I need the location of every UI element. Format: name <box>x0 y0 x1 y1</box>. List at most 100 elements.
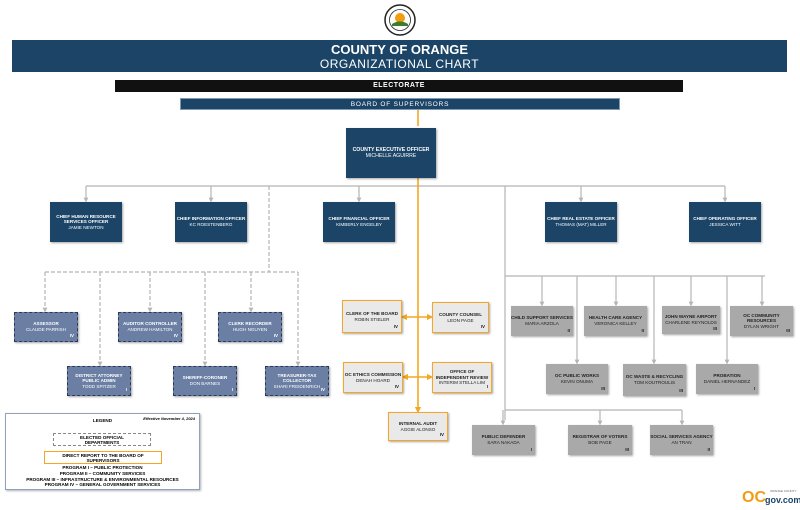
logo-text: gov.com <box>765 495 800 505</box>
box-person: CLAUDE PARRISH <box>26 327 66 332</box>
box-person: KIMBERLY ENGELBY <box>336 222 382 227</box>
box-person: HUGH NGUYEN <box>232 327 268 332</box>
box-person: DYLAN WRIGHT <box>743 323 780 329</box>
box-title: PUBLIC DEFENDER <box>481 434 526 440</box>
box-person: THOMAS (MAT) MILLER <box>555 222 607 227</box>
box-title: HEALTH CARE AGENCY <box>588 315 643 321</box>
box-person: INTERIM STELLA LIM <box>439 380 485 386</box>
legend-direct-label: DIRECT REPORT TO THE BOARD OF SUPERVISOR… <box>62 452 144 463</box>
box-title: OC COMMUNITY RESOURCES <box>743 312 780 324</box>
box-title: CHIEF HUMAN RESOURCE SERVICES OFFICER <box>56 213 116 225</box>
program-number: II <box>641 328 644 334</box>
box-title: PROBATION <box>713 373 741 379</box>
program-number: IV <box>69 333 74 339</box>
program-number: IV <box>439 432 444 438</box>
org-box-auditor: AUDITOR CONTROLLER ANDREW HAMILTON IV <box>118 312 182 342</box>
box-person: JESSICA WITT <box>709 222 741 227</box>
org-box-treasurer: TREASURER-TAX COLLECTOR SHARI FREIDENRIC… <box>265 366 329 396</box>
electorate-bar: ELECTORATE <box>115 80 683 92</box>
box-title: CHIEF FINANCIAL OFFICER <box>328 216 390 222</box>
box-person: CHARLENE REYNOLDS <box>665 320 717 325</box>
org-box-hca: HEALTH CARE AGENCY VERONICA KELLEY II <box>584 306 647 336</box>
board-of-supervisors-bar: BOARD OF SUPERVISORS <box>180 98 620 110</box>
org-box-jwa: JOHN WAYNE AIRPORT CHARLENE REYNOLDS III <box>662 306 720 334</box>
legend-program: PROGRAM I – PUBLIC PROTECTION <box>62 465 143 470</box>
county-seal-logo <box>384 4 416 36</box>
box-person: KC ROESTENBERG <box>189 222 233 227</box>
box-title: SOCIAL SERVICES AGENCY <box>650 434 713 440</box>
box-person: TODD SPITZER <box>82 383 116 389</box>
org-box-da: DISTRICT ATTORNEY PUBLIC ADMIN TODD SPIT… <box>67 366 131 396</box>
org-box-cob: CLERK OF THE BOARD ROBIN STIELER IV <box>342 300 402 333</box>
org-box-css: CHILD SUPPORT SERVICES MARIA ARZOLA II <box>511 306 573 336</box>
box-title: DISTRICT ATTORNEY PUBLIC ADMIN <box>75 372 123 384</box>
box-person: AN TRAN <box>671 440 692 445</box>
box-person: DENAH HOARD <box>356 377 390 383</box>
org-box-clerk: CLERK RECORDER HUGH NGUYEN IV <box>218 312 282 342</box>
legend-program: PROGRAM III – INFRASTRUCTURE & ENVIRONME… <box>26 476 179 482</box>
box-person: SARA NAKADA <box>487 440 520 445</box>
box-title: OC WASTE & RECYCLING <box>625 374 684 380</box>
box-person: VERONICA KELLEY <box>594 321 637 326</box>
box-person: MARIA ARZOLA <box>525 321 559 326</box>
program-number: II <box>707 447 710 453</box>
box-title: CHIEF OPERATING OFFICER <box>693 216 757 222</box>
org-box-ethics: OC ETHICS COMMISSION DENAH HOARD IV <box>343 362 403 393</box>
program-number: IV <box>394 384 399 390</box>
box-title: TREASURER-TAX COLLECTOR <box>277 372 317 384</box>
logo-tagline: ORANGE COUNTY <box>770 489 797 493</box>
org-box-pw: OC PUBLIC WORKS KEVIN ONUMA III <box>546 364 608 394</box>
box-title: OC ETHICS COMMISSION <box>344 371 402 377</box>
program-number: III <box>786 328 790 334</box>
program-number: I <box>753 386 755 392</box>
org-box-oir: OFFICE OF INDEPENDENT REVIEW INTERIM STE… <box>432 362 492 393</box>
program-number: IV <box>273 333 278 339</box>
box-person: SHARI FREIDENRICH <box>273 383 321 389</box>
box-title: CHILD SUPPORT SERVICES <box>511 315 573 321</box>
box-person: BOB PAGE <box>588 440 612 445</box>
box-person: TOM KOUTROULIS <box>633 380 676 385</box>
box-title: INTERNAL AUDIT <box>398 420 438 426</box>
legend: LEGEND Effective November 4, 2024 ELECTE… <box>5 413 200 490</box>
box-person: ANDREW HAMILTON <box>127 327 173 332</box>
program-number: III <box>625 447 629 453</box>
box-person: KEVIN ONUMA <box>560 379 594 384</box>
box-title: CHIEF INFORMATION OFFICER <box>176 216 246 222</box>
box-title: COUNTY EXECUTIVE OFFICER <box>352 146 430 153</box>
legend-title: LEGEND <box>92 418 113 423</box>
program-number: IV <box>480 324 485 330</box>
page-title: COUNTY OF ORANGE <box>331 42 468 57</box>
org-box-ssa: SOCIAL SERVICES AGENCY AN TRAN II <box>650 425 713 455</box>
program-number: III <box>713 326 717 332</box>
program-number: I <box>125 387 127 393</box>
org-box-sheriff: SHERIFF-CORONER DON BARNES I <box>173 366 237 396</box>
box-title: JOHN WAYNE AIRPORT <box>664 314 718 320</box>
box-person: ROBIN STIELER <box>354 316 390 322</box>
box-title: ASSESSOR <box>33 321 59 327</box>
org-box-ceo: COUNTY EXECUTIVE OFFICER MICHELLE AGUIRR… <box>346 128 436 178</box>
program-number: III <box>601 386 605 392</box>
ocgov-logo: OC gov.com ORANGE COUNTY <box>740 488 800 508</box>
box-title: CHIEF REAL ESTATE OFFICER <box>547 216 615 222</box>
box-person: LEON PAGE <box>447 317 474 323</box>
box-title: REGISTRAR OF VOTERS <box>572 434 628 440</box>
org-box-audit: INTERNAL AUDIT AGGIE ALONSO IV <box>388 412 448 441</box>
legend-elected-swatch: ELECTED OFFICIAL DEPARTMENTS <box>53 433 151 446</box>
legend-program: PROGRAM IV – GENERAL GOVERNMENT SERVICES <box>44 482 161 488</box>
box-title: CLERK OF THE BOARD <box>345 310 399 316</box>
box-title: AUDITOR CONTROLLER <box>122 321 178 327</box>
program-number: II <box>567 328 570 334</box>
org-box-creo: CHIEF REAL ESTATE OFFICER THOMAS (MAT) M… <box>545 202 617 242</box>
box-person: DANIEL HERNANDEZ <box>703 379 751 384</box>
org-box-rov: REGISTRAR OF VOTERS BOB PAGE III <box>568 425 632 455</box>
box-title: OC PUBLIC WORKS <box>554 373 600 379</box>
box-person: AGGIE ALONSO <box>400 426 436 432</box>
legend-program: PROGRAM II – COMMUNITY SERVICES <box>59 470 146 476</box>
org-box-ocr: OC COMMUNITY RESOURCES DYLAN WRIGHT III <box>730 306 793 336</box>
legend-direct-swatch: DIRECT REPORT TO THE BOARD OF SUPERVISOR… <box>44 451 162 464</box>
box-person: JAMIE NEWTON <box>68 224 104 230</box>
program-number: I <box>486 384 488 390</box>
logo-mark: OC <box>742 489 766 506</box>
legend-elected-label: ELECTED OFFICIAL DEPARTMENTS <box>80 434 124 445</box>
